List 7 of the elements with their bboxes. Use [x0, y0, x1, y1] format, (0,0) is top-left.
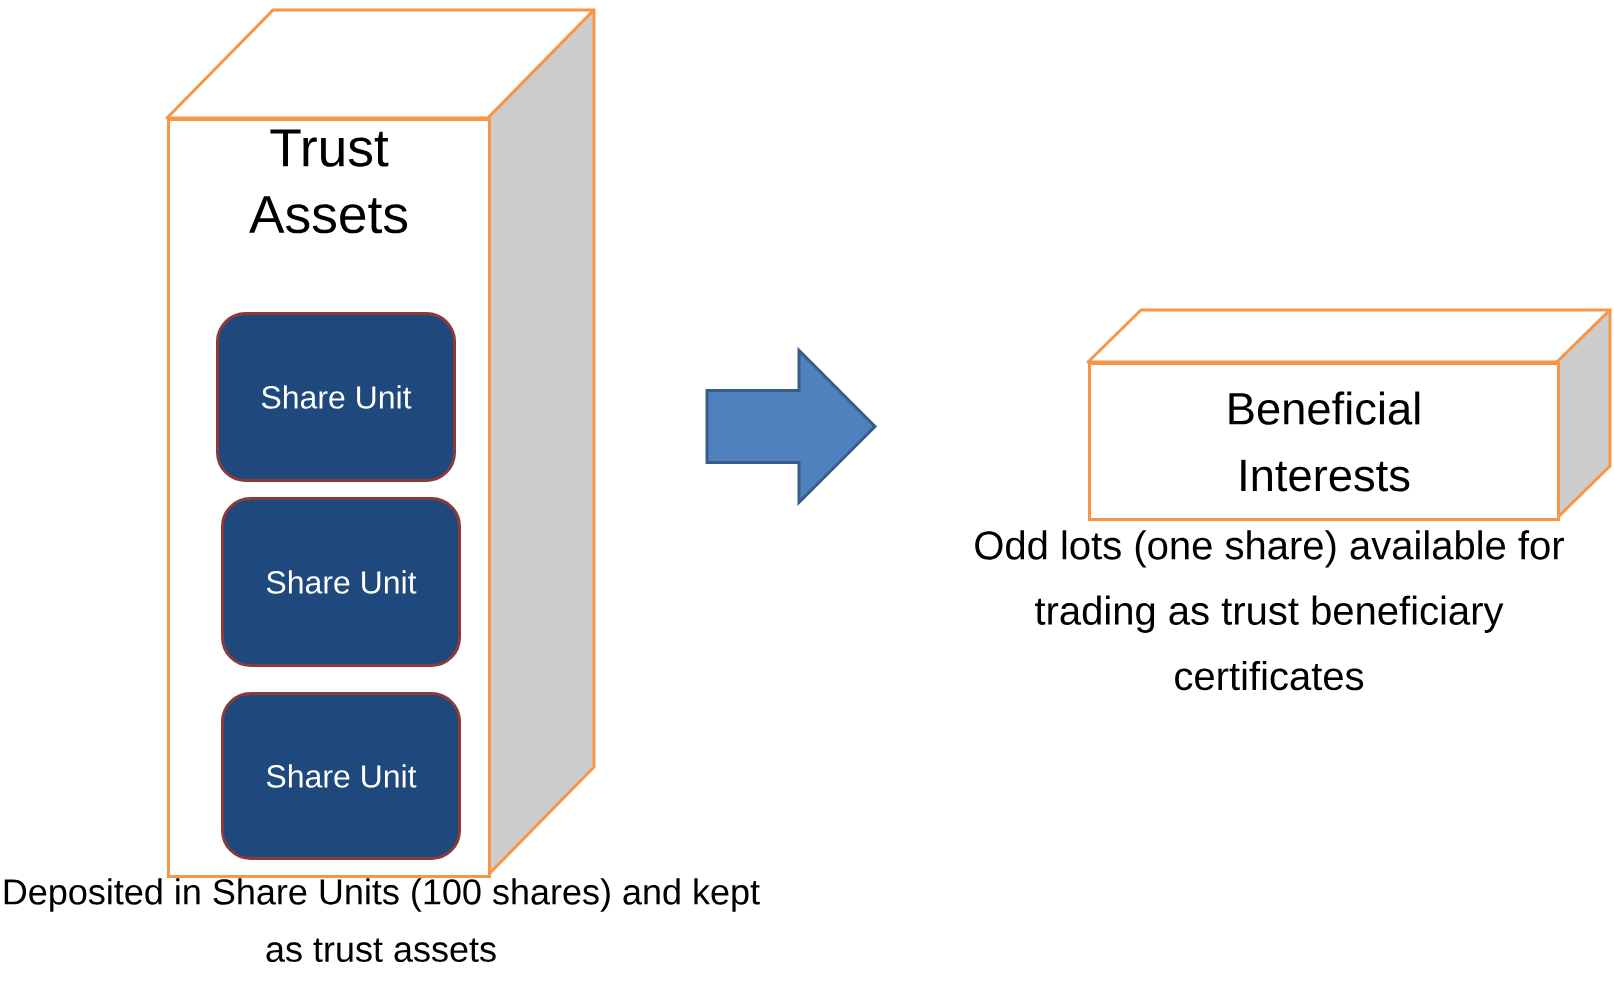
- node-label: Deposited in Share Units (100 shares) and kept as trust assets: [4, 878, 760, 963]
- block-arrow: [705, 346, 878, 507]
- share-unit-box: Share Unit: [221, 692, 461, 860]
- box: Beneficial Interests: [1086, 308, 1612, 521]
- share-unit-box: Share Unit: [216, 312, 456, 482]
- node-label: Odd lots (one share) available for trading as trust beneficiary certificates: [975, 530, 1564, 691]
- share-unit-box: Share Unit: [221, 497, 461, 667]
